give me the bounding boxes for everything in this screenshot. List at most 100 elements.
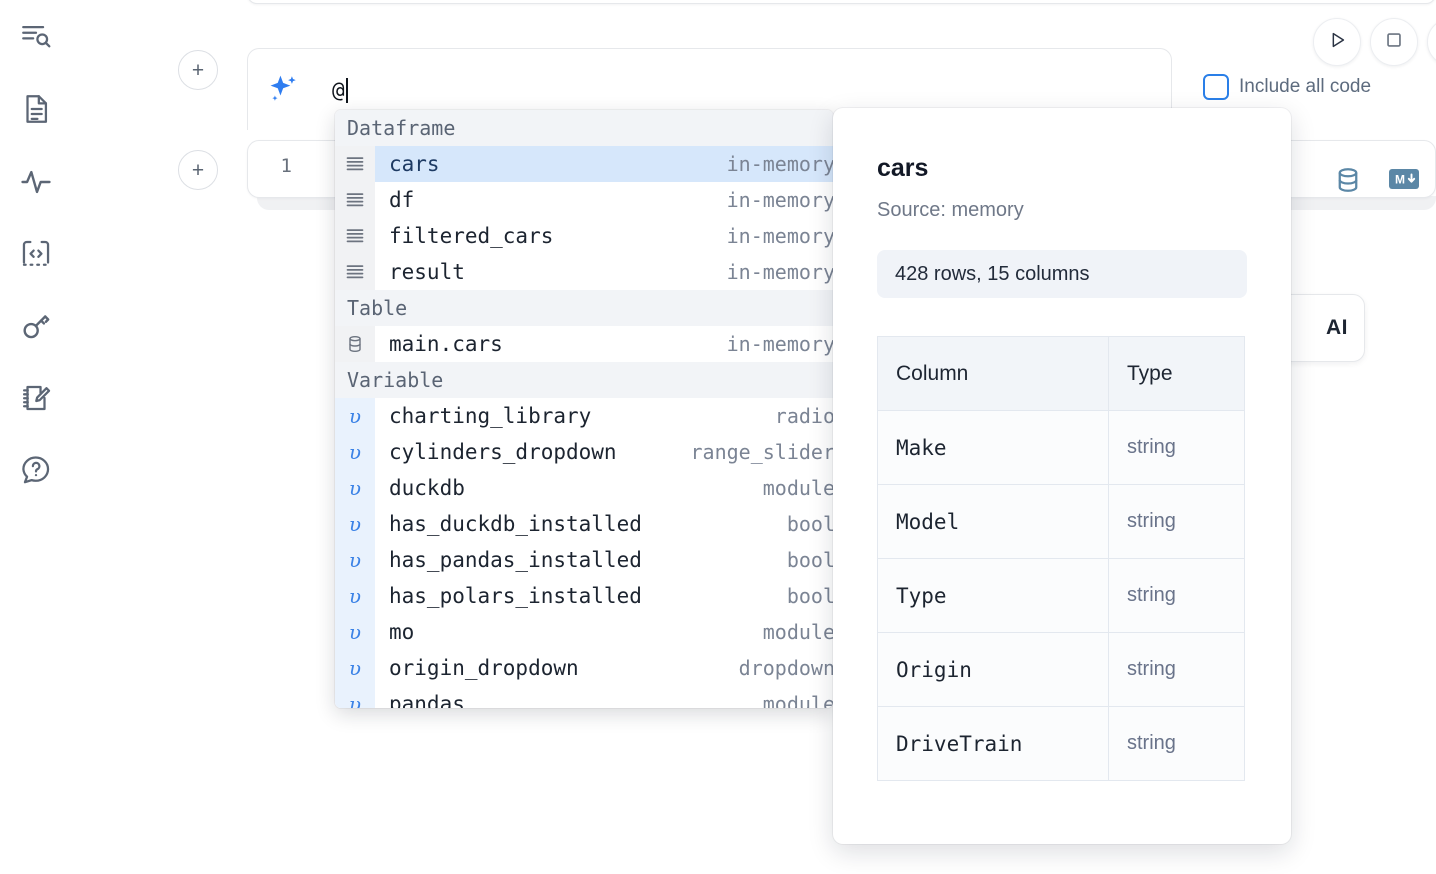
include-all-code-checkbox[interactable]	[1203, 74, 1229, 100]
activity-icon	[19, 165, 53, 199]
run-button[interactable]	[1313, 18, 1361, 66]
sidebar-item-activity[interactable]	[12, 158, 60, 206]
sidebar-item-scratchpad[interactable]	[12, 374, 60, 422]
database-icon[interactable]	[1333, 165, 1363, 200]
text-caret	[345, 77, 348, 103]
autocomplete-item-name: df	[389, 188, 415, 212]
autocomplete-item-type: bool	[786, 548, 833, 572]
variable-icon: υ	[335, 506, 375, 542]
variable-icon: υ	[335, 614, 375, 650]
doc-shape-badge: 428 rows, 15 columns	[877, 250, 1247, 298]
doc-table-header-cell: Type	[1108, 336, 1245, 411]
stop-button[interactable]	[1370, 18, 1418, 66]
autocomplete-item-type: dropdown	[738, 656, 833, 680]
sidebar-item-help[interactable]	[12, 446, 60, 494]
variable-icon: υ	[335, 650, 375, 686]
autocomplete-item-type: in-memory	[726, 188, 833, 212]
autocomplete-item[interactable]: df in-memory	[335, 182, 833, 218]
doc-column-name: Make	[877, 410, 1109, 485]
add-cell-button-top[interactable]: +	[178, 50, 218, 90]
autocomplete-item[interactable]: υ has_duckdb_installed bool	[335, 506, 833, 542]
doc-column-type: string	[1108, 558, 1245, 633]
code-line-number: 1	[280, 155, 292, 177]
add-cell-button-bottom[interactable]: +	[178, 150, 218, 190]
sidebar-item-outline-search[interactable]	[12, 13, 60, 61]
autocomplete-section-header: Table	[335, 290, 833, 326]
autocomplete-item-body: df in-memory	[375, 182, 833, 218]
sidebar-item-snippets[interactable]	[12, 230, 60, 278]
dataframe-icon	[335, 218, 375, 254]
autocomplete-item-body: has_duckdb_installed bool	[375, 506, 833, 542]
ai-prompt-input[interactable]: @	[332, 70, 832, 110]
ai-prompt-value: @	[332, 78, 345, 102]
autocomplete-item-name: origin_dropdown	[389, 656, 579, 680]
autocomplete-item-name: has_duckdb_installed	[389, 512, 642, 536]
variable-icon: υ	[335, 686, 375, 708]
dataframe-icon	[335, 146, 375, 182]
sidebar-item-files[interactable]	[12, 85, 60, 133]
autocomplete-item-type: bool	[786, 512, 833, 536]
autocomplete-item-name: filtered_cars	[389, 224, 554, 248]
doc-column-name: Type	[877, 558, 1109, 633]
svg-text:M: M	[1395, 173, 1405, 187]
variable-icon: υ	[335, 434, 375, 470]
stop-square-icon	[1383, 29, 1405, 56]
autocomplete-section-header: Variable	[335, 362, 833, 398]
autocomplete-item[interactable]: υ origin_dropdown dropdown	[335, 650, 833, 686]
autocomplete-item-type: range_slider	[690, 440, 834, 464]
autocomplete-item-name: main.cars	[389, 332, 503, 356]
sidebar-rail	[0, 0, 72, 874]
key-icon	[19, 309, 53, 343]
autocomplete-item-body: has_pandas_installed bool	[375, 542, 833, 578]
help-chat-icon	[19, 453, 53, 487]
doc-source: Source: memory	[877, 199, 1024, 221]
more-actions-button[interactable]	[1427, 18, 1436, 66]
autocomplete-item[interactable]: υ cylinders_dropdown range_slider	[335, 434, 833, 470]
variable-icon: υ	[335, 578, 375, 614]
file-icon	[19, 92, 53, 126]
autocomplete-item-type: module	[762, 620, 833, 644]
autocomplete-item-name: has_pandas_installed	[389, 548, 642, 572]
notebook-edit-icon	[19, 381, 53, 415]
documentation-panel: cars Source: memory 428 rows, 15 columns…	[833, 108, 1291, 844]
play-icon	[1326, 29, 1348, 56]
doc-column-name: Origin	[877, 632, 1109, 707]
autocomplete-item-type: in-memory	[726, 332, 833, 356]
autocomplete-item-type: bool	[786, 584, 833, 608]
include-all-code-toggle[interactable]: Include all code	[1203, 74, 1371, 100]
sidebar-item-secrets[interactable]	[12, 302, 60, 350]
autocomplete-item-body: cylinders_dropdown range_slider	[375, 434, 833, 470]
dataframe-icon	[335, 254, 375, 290]
autocomplete-item-name: duckdb	[389, 476, 465, 500]
autocomplete-item[interactable]: filtered_cars in-memory	[335, 218, 833, 254]
autocomplete-item-name: cylinders_dropdown	[389, 440, 617, 464]
sparkle-icon	[266, 72, 300, 106]
autocomplete-item-type: in-memory	[726, 152, 833, 176]
autocomplete-item[interactable]: main.cars in-memory	[335, 326, 833, 362]
markdown-download-icon[interactable]: M	[1388, 167, 1420, 196]
autocomplete-item-type: in-memory	[726, 224, 833, 248]
table-db-icon	[335, 326, 375, 362]
